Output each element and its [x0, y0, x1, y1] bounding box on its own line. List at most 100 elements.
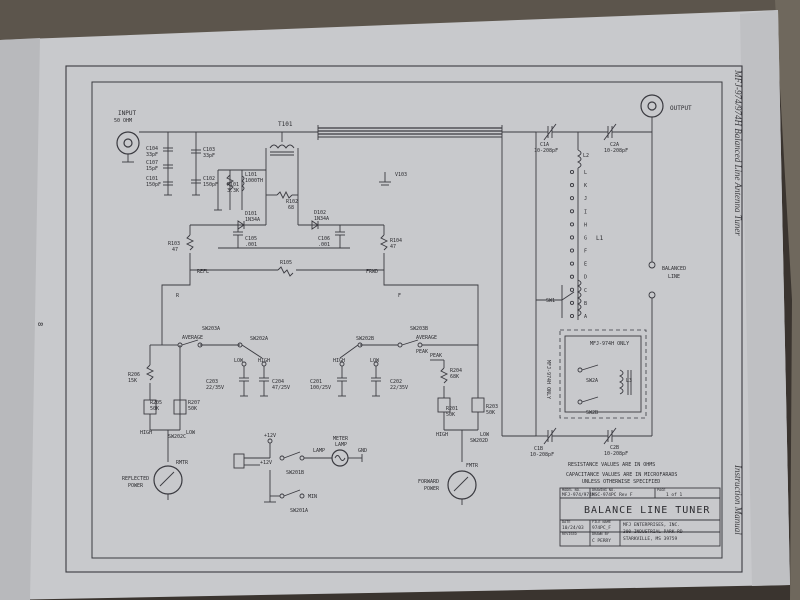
sw2b-label: SW2B	[586, 410, 598, 416]
reflected-power-meter	[153, 465, 183, 500]
r101-l101	[214, 169, 266, 211]
r104	[350, 224, 389, 270]
tb-page-label: PAGE	[657, 488, 665, 492]
sw2-l3	[577, 364, 632, 405]
r102	[266, 190, 298, 200]
sw202c-label: SW202C	[168, 434, 186, 440]
sw202b-low: LOW	[370, 358, 380, 364]
l1-tap-l-label: L	[584, 170, 587, 176]
tb-file-label: FILE NAME	[592, 520, 611, 524]
c106-label: C106	[318, 236, 330, 242]
min-label: MIN	[308, 494, 317, 500]
l3-label: L3	[626, 378, 632, 384]
page-margin	[740, 10, 790, 586]
note-resistance: RESISTANCE VALUES ARE IN OHMS	[568, 462, 655, 468]
tb-file: 974PC_F	[592, 525, 611, 531]
forward-power-label: FORWARD	[418, 479, 439, 485]
c2b-value: 10-208pF	[604, 451, 628, 457]
frwd-label: FRWD	[366, 269, 378, 275]
l1-tap-c-dot	[569, 287, 575, 292]
side-title: MFJ-974/974H Balanced Line Antenna Tuner	[733, 69, 743, 236]
c204-label: C204	[272, 379, 284, 385]
r101-label: R101	[227, 182, 239, 188]
sw201a-switch	[264, 470, 305, 503]
sw203b-average: AVERAGE	[416, 335, 437, 341]
manual-page	[0, 10, 790, 600]
t101-transformer	[265, 132, 299, 225]
sw202d-low: LOW	[480, 432, 490, 438]
c104-label: C104	[146, 146, 158, 152]
l1-label: L1	[596, 235, 604, 242]
f-node-label: F	[398, 293, 401, 299]
sw202a-low: LOW	[234, 358, 244, 364]
l1-tap-j-dot	[569, 196, 575, 201]
sw203a-label: SW203A	[202, 326, 220, 332]
d101-label: D101	[245, 211, 257, 217]
sw203b-peak-low: PEAK	[430, 353, 442, 359]
l1-tap-f-dot	[569, 248, 575, 253]
c107-label: C107	[146, 160, 158, 166]
power-input-jack	[233, 438, 273, 469]
c1a-capacitor	[536, 123, 608, 141]
r205-label: R205	[150, 400, 162, 406]
c203-label: C203	[206, 379, 218, 385]
refl-bus	[161, 268, 191, 345]
l1-tap-g-dot	[569, 235, 575, 240]
c102-label: C102	[203, 176, 215, 182]
tb-drawing-label: DRAWING NO.	[592, 488, 615, 492]
tb-city: STARKVILLE, MS 39759	[623, 536, 677, 542]
mfj974h-only-label: MFJ-974H ONLY	[590, 341, 629, 347]
tb-company: MFJ ENTERPRISES, INC.	[623, 522, 680, 528]
plus12v-a: +12V	[264, 433, 276, 439]
fmtr-label: FMTR	[466, 463, 479, 469]
c203-value: 22/35V	[206, 385, 224, 391]
sw202a-high: HIGH	[258, 358, 270, 364]
c201-label: C201	[310, 379, 322, 385]
balanced-line-label2: LINE	[668, 274, 680, 280]
c101-value: 150pF	[146, 182, 161, 188]
book-right-edge	[775, 0, 800, 600]
lamp-label: LAMP	[313, 448, 325, 454]
l1-tap-k-label: K	[584, 183, 587, 189]
c1a-value: 10-208pF	[534, 148, 558, 154]
r203-label: R203	[486, 404, 498, 410]
r207-label: R207	[188, 400, 200, 406]
reflected-power-label: REFLECTED	[122, 476, 149, 482]
sw201b-switch	[279, 451, 332, 461]
r101-value: 3.3K	[227, 188, 239, 194]
l1-tap-a-dot	[569, 313, 575, 319]
r103-label: R103	[168, 241, 180, 247]
l1-tap-g-label: G	[584, 235, 587, 241]
l101-value: 1000TH	[245, 178, 263, 184]
c104-value: 33pF	[146, 152, 158, 158]
tb-revised-label: REVISED	[562, 532, 577, 536]
c105-value: .001	[245, 242, 257, 248]
c103-value: 33pF	[203, 153, 215, 159]
l1-tap-a-label: A	[584, 314, 587, 320]
tb-model-label: MODEL NO.	[562, 488, 581, 492]
tb-date: 10/24/03	[562, 525, 584, 531]
t101-label: T101	[278, 121, 293, 128]
r102-label: R102	[286, 199, 298, 205]
sw202d-label: SW202D	[470, 438, 488, 444]
d102-diode	[298, 220, 350, 230]
d102-label: D102	[314, 210, 326, 216]
r-node-label: R	[176, 293, 180, 299]
c202-label: C202	[390, 379, 402, 385]
l1-tap-b-dot	[569, 300, 575, 305]
page-spine-shadow	[0, 38, 40, 600]
c103-c102-network	[191, 132, 201, 196]
l1-tap-h-dot	[569, 222, 575, 227]
c106	[335, 225, 345, 248]
note-unless: UNLESS OTHERWISE SPECIFIED	[582, 479, 660, 485]
sw202b-label: SW202B	[356, 336, 374, 342]
r205-value: 50K	[150, 406, 159, 412]
meter-lamp	[331, 449, 363, 467]
l1-tap-i-label: I	[584, 209, 587, 215]
balanced-line-terminal	[648, 132, 656, 436]
tb-date-label: DATE	[562, 520, 570, 524]
c1b-value: 10-208pF	[530, 452, 554, 458]
v103-label: V103	[395, 172, 407, 178]
